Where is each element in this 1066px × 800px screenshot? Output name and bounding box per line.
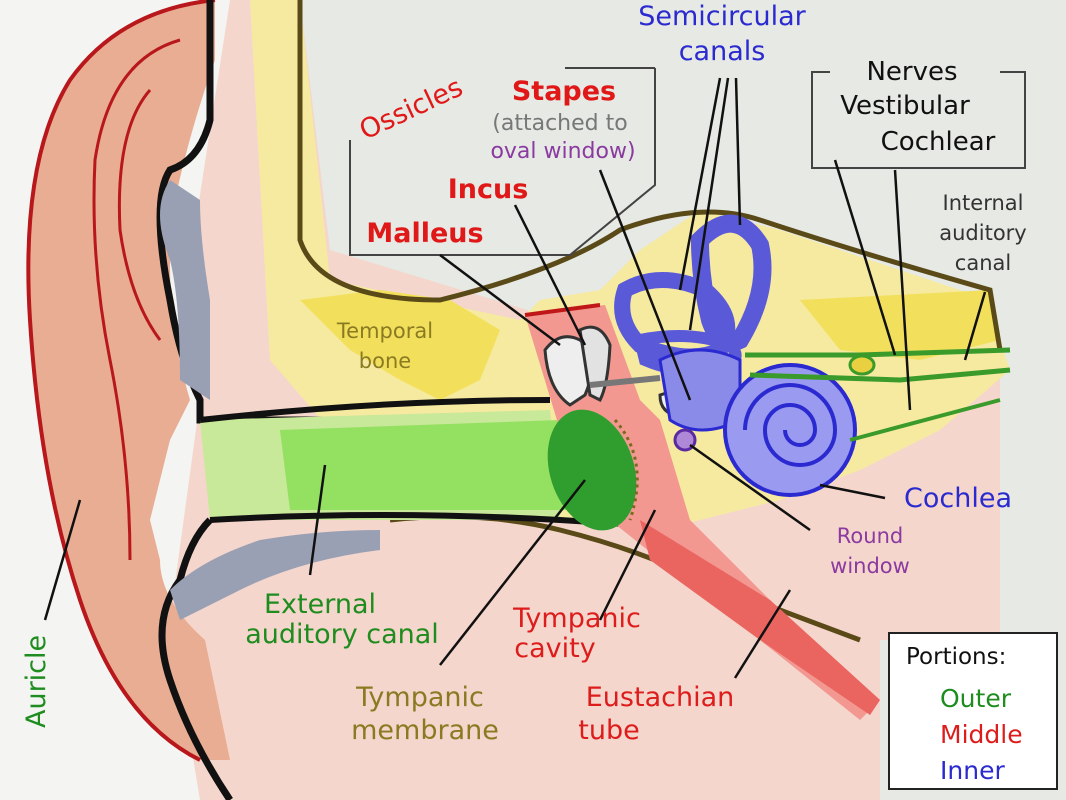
label-tympanic-cavity-1: Tympanic xyxy=(512,603,641,634)
legend-outer: Outer xyxy=(940,684,1011,713)
label-stapes-note: (attached to xyxy=(492,111,627,136)
label-eustachian-2: tube xyxy=(578,715,639,746)
label-tympanic-membrane-2: membrane xyxy=(351,715,499,746)
label-eustachian-1: Eustachian xyxy=(586,682,735,713)
label-external-2: auditory canal xyxy=(245,619,439,650)
label-stapes: Stapes xyxy=(512,76,616,107)
legend-title: Portions: xyxy=(906,644,1006,670)
label-vestibular: Vestibular xyxy=(840,91,970,121)
label-cochlear: Cochlear xyxy=(881,127,996,157)
label-auricle: Auricle xyxy=(21,635,52,728)
label-internal-2: auditory xyxy=(939,221,1027,245)
label-tympanic-membrane-1: Tympanic xyxy=(355,682,484,713)
label-semicircular-1: Semicircular xyxy=(638,1,806,32)
label-temporal-1: Temporal xyxy=(336,319,433,343)
external-canal-inner xyxy=(280,420,570,510)
label-temporal-2: bone xyxy=(359,349,411,373)
label-oval-window: oval window) xyxy=(490,139,635,164)
nerve-ganglion xyxy=(850,356,874,374)
legend-inner: Inner xyxy=(940,756,1005,785)
label-round-window-2: window xyxy=(830,554,910,578)
label-incus: Incus xyxy=(448,174,529,205)
legend: Portions: Outer Middle Inner xyxy=(888,632,1058,790)
legend-middle: Middle xyxy=(940,720,1023,749)
label-internal-1: Internal xyxy=(943,191,1024,215)
label-cochlea: Cochlea xyxy=(904,483,1012,514)
label-round-window-1: Round xyxy=(837,524,903,548)
label-external-1: External xyxy=(264,589,376,620)
label-nerves: Nerves xyxy=(866,57,957,87)
label-internal-3: canal xyxy=(955,251,1011,275)
label-semicircular-2: canals xyxy=(679,36,766,67)
label-tympanic-cavity-2: cavity xyxy=(514,633,595,664)
label-malleus: Malleus xyxy=(366,218,483,249)
